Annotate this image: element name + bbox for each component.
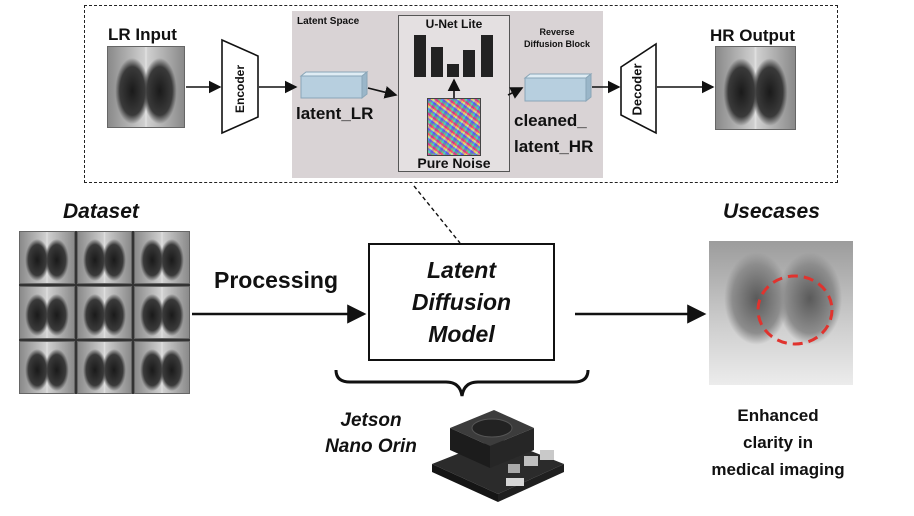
lr-input-label: LR Input — [108, 25, 177, 44]
port-2 — [540, 450, 554, 460]
arrow-unet-to-cleaned — [507, 87, 524, 99]
latent-diffusion-model-title: Latent Diffusion Model — [412, 254, 511, 350]
encoder-label-wrap: Encoder — [231, 62, 249, 120]
latent-lr-label: latent_LR — [296, 104, 374, 123]
jetson-nano-orin-device-image — [432, 410, 564, 502]
unet-bar-1 — [414, 35, 426, 77]
cleaned-latent-block — [524, 77, 587, 102]
heatsink-right — [490, 428, 534, 468]
dataset-xray-3 — [134, 231, 190, 284]
dashed-connector — [413, 185, 461, 244]
usecases-label: Usecases — [723, 200, 820, 223]
fan — [471, 418, 513, 438]
latent-lr-block-side — [361, 70, 368, 100]
reverse-diffusion-line-2: Diffusion Block — [523, 39, 590, 49]
encoder-block — [221, 38, 259, 135]
heatsink-front — [450, 428, 490, 468]
reverse-diffusion-line-1: Reverse — [539, 27, 575, 37]
usecase-caption-line-2: clarity in — [743, 433, 813, 452]
dataset-xray-5 — [76, 286, 133, 339]
latent-diffusion-model-box: Latent Diffusion Model — [368, 243, 555, 361]
hr-output-xray-image — [715, 46, 796, 130]
hr-output-label: HR Output — [710, 26, 795, 45]
hardware-line-1: Jetson — [340, 410, 402, 431]
dataset-xray-8 — [76, 341, 133, 394]
dataset-xray-1 — [19, 231, 75, 284]
cleaned-latent-block-top — [523, 73, 593, 79]
usecase-xray-image — [709, 241, 853, 385]
latent-lr-block — [300, 75, 363, 99]
usecase-caption: Enhanced clarity in medical imaging — [690, 402, 866, 483]
processing-label: Processing — [214, 267, 338, 293]
unet-bar-5 — [481, 35, 493, 77]
dataset-xray-7 — [19, 341, 75, 394]
cleaned-latent-hr-label: cleaned_ latent_HR — [514, 108, 593, 160]
hardware-label: Jetson Nano Orin — [315, 408, 427, 460]
model-title-line-2: Diffusion — [411, 289, 512, 315]
dataset-xray-9 — [134, 341, 190, 394]
port-4 — [506, 478, 524, 486]
pure-noise-image — [427, 98, 481, 156]
decoder-block — [620, 42, 657, 135]
decoder-label-wrap: Decoder — [628, 62, 646, 120]
dataset-xray-4 — [19, 286, 75, 339]
arrow-latent-to-unet — [367, 86, 398, 99]
dataset-label: Dataset — [63, 200, 139, 223]
board-right — [498, 464, 564, 502]
model-title-line-3: Model — [428, 321, 495, 347]
encoder-label: Encoder — [233, 65, 247, 114]
hardware-line-2: Nano Orin — [325, 436, 417, 457]
lr-input-xray-image — [107, 46, 185, 128]
port-3 — [508, 464, 520, 473]
cleaned-latent-block-side — [585, 72, 592, 103]
unet-lite-label: U-Net Lite — [425, 17, 483, 31]
pure-noise-label: Pure Noise — [417, 155, 491, 171]
usecase-caption-line-3: medical imaging — [711, 460, 845, 479]
pipeline-detail-box — [84, 5, 838, 183]
unet-bar-3 — [447, 64, 459, 77]
unet-bar-4 — [463, 50, 475, 77]
cleaned-latent-line-1: cleaned_ — [514, 111, 587, 130]
usecase-caption-line-1: Enhanced — [737, 406, 819, 425]
dataset-xray-2 — [76, 231, 133, 284]
model-title-line-1: Latent — [426, 257, 496, 283]
port-1 — [524, 456, 538, 466]
dataset-image-grid — [19, 231, 190, 394]
unet-bar-2 — [431, 47, 443, 77]
latent-lr-block-top — [299, 71, 369, 77]
hardware-brace — [334, 369, 590, 397]
reverse-diffusion-block-label: Reverse Diffusion Block — [512, 26, 602, 50]
board-front — [432, 464, 498, 502]
latent-space-label: Latent Space — [297, 16, 360, 27]
decoder-label: Decoder — [629, 63, 645, 116]
dataset-xray-6 — [134, 286, 190, 339]
cleaned-latent-line-2: latent_HR — [514, 137, 594, 156]
